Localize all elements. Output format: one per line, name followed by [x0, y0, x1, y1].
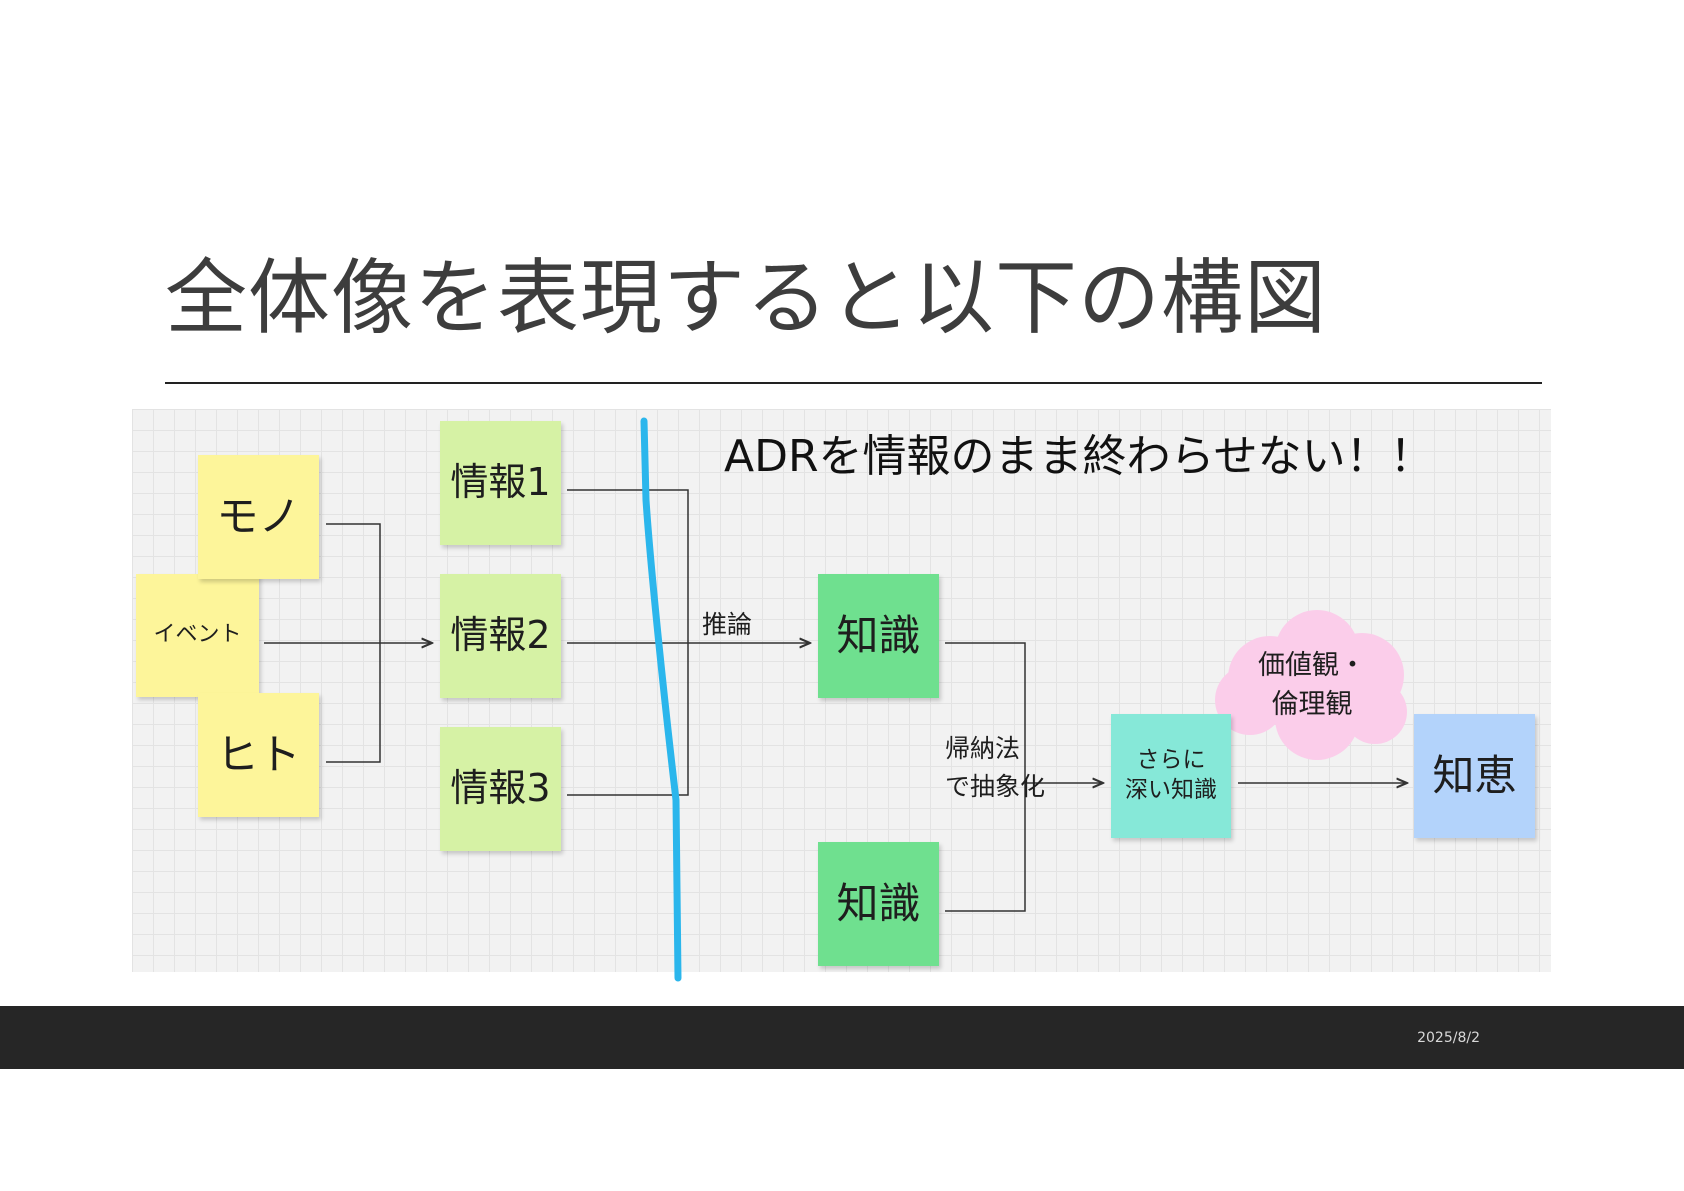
slide-footer: 2025/8/2 [0, 1006, 1684, 1069]
deeper-knowledge-note: さらに 深い知識 [1111, 714, 1231, 838]
hito-note: ヒト [198, 693, 319, 817]
diagram-headline: ADRを情報のまま終わらせない！！ [724, 431, 1434, 482]
info-note: 情報2 [440, 574, 561, 698]
mono-note-label: モノ [216, 491, 301, 541]
hito-note-label: ヒト [216, 729, 301, 779]
induction-label: 帰納法 で抽象化 [945, 730, 1045, 805]
values-cloud [1215, 610, 1407, 760]
inference-label: 推論 [702, 610, 753, 639]
deeper-knowledge-line: さらに [1136, 747, 1206, 774]
info-note: 情報3 [440, 727, 561, 851]
values-cloud-line: 倫理観 [1271, 689, 1353, 721]
mono-note: モノ [198, 455, 319, 579]
event-note: イベント [136, 574, 259, 697]
connector-knowledge [945, 642, 1026, 912]
knowledge-note-label: 知識 [836, 610, 921, 660]
deeper-knowledge-line: 深い知識 [1125, 777, 1217, 803]
knowledge-note: 知識 [818, 574, 939, 698]
wisdom-note-label: 知恵 [1432, 750, 1517, 800]
wisdom-note: 知恵 [1414, 714, 1535, 838]
event-note-label: イベント [153, 622, 242, 648]
values-cloud-label: 価値観・ 倫理観 [1258, 646, 1366, 724]
knowledge-note: 知識 [818, 842, 939, 966]
values-cloud-line: 価値観・ [1258, 650, 1366, 681]
info-note-label: 情報3 [450, 766, 551, 811]
slide-title: 全体像を表現すると以下の構図 [165, 251, 1328, 346]
knowledge-note-label: 知識 [836, 878, 921, 928]
info-note-label: 情報1 [450, 460, 551, 505]
info-note-label: 情報2 [450, 613, 551, 658]
boundary-line [640, 417, 682, 982]
slide-date: 2025/8/2 [1417, 1030, 1480, 1046]
title-underline [165, 382, 1542, 384]
info-note: 情報1 [440, 421, 561, 545]
induction-label-line: 帰納法 [945, 734, 1021, 763]
induction-label-line: で抽象化 [945, 771, 1046, 801]
